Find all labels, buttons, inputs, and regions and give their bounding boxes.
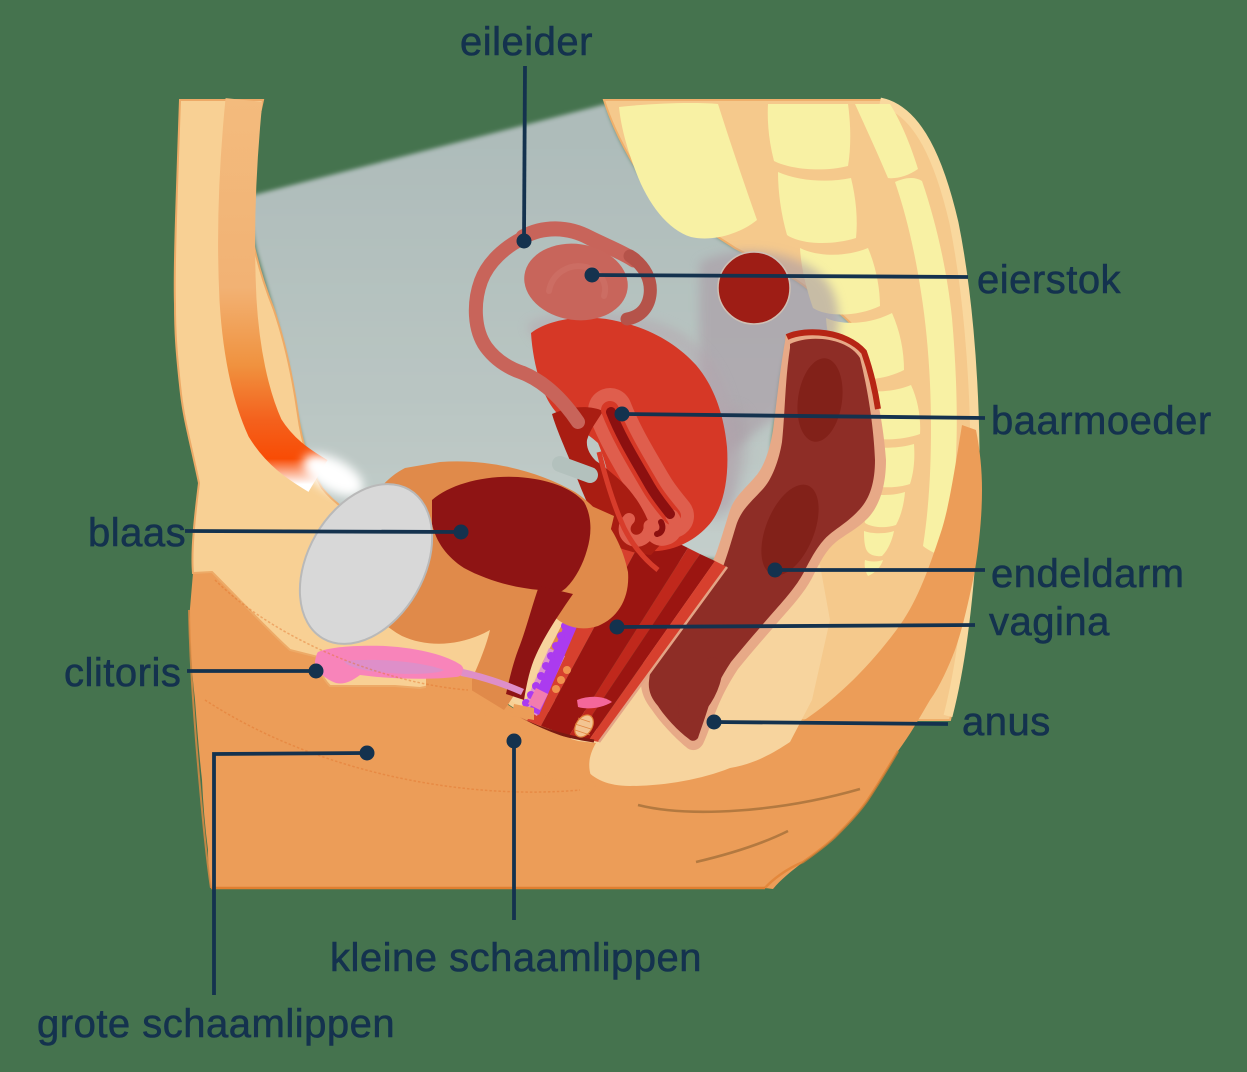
svg-text:kleine schaamlippen: kleine schaamlippen: [330, 936, 702, 980]
svg-text:vagina: vagina: [989, 600, 1110, 644]
svg-text:baarmoeder: baarmoeder: [991, 399, 1212, 443]
svg-text:eierstok: eierstok: [977, 258, 1122, 302]
svg-text:clitoris: clitoris: [64, 651, 181, 695]
svg-text:eileider: eileider: [460, 20, 593, 64]
svg-text:blaas: blaas: [88, 511, 186, 555]
svg-text:grote schaamlippen: grote schaamlippen: [37, 1002, 395, 1046]
svg-text:endeldarm: endeldarm: [991, 552, 1185, 596]
svg-text:anus: anus: [962, 700, 1051, 744]
